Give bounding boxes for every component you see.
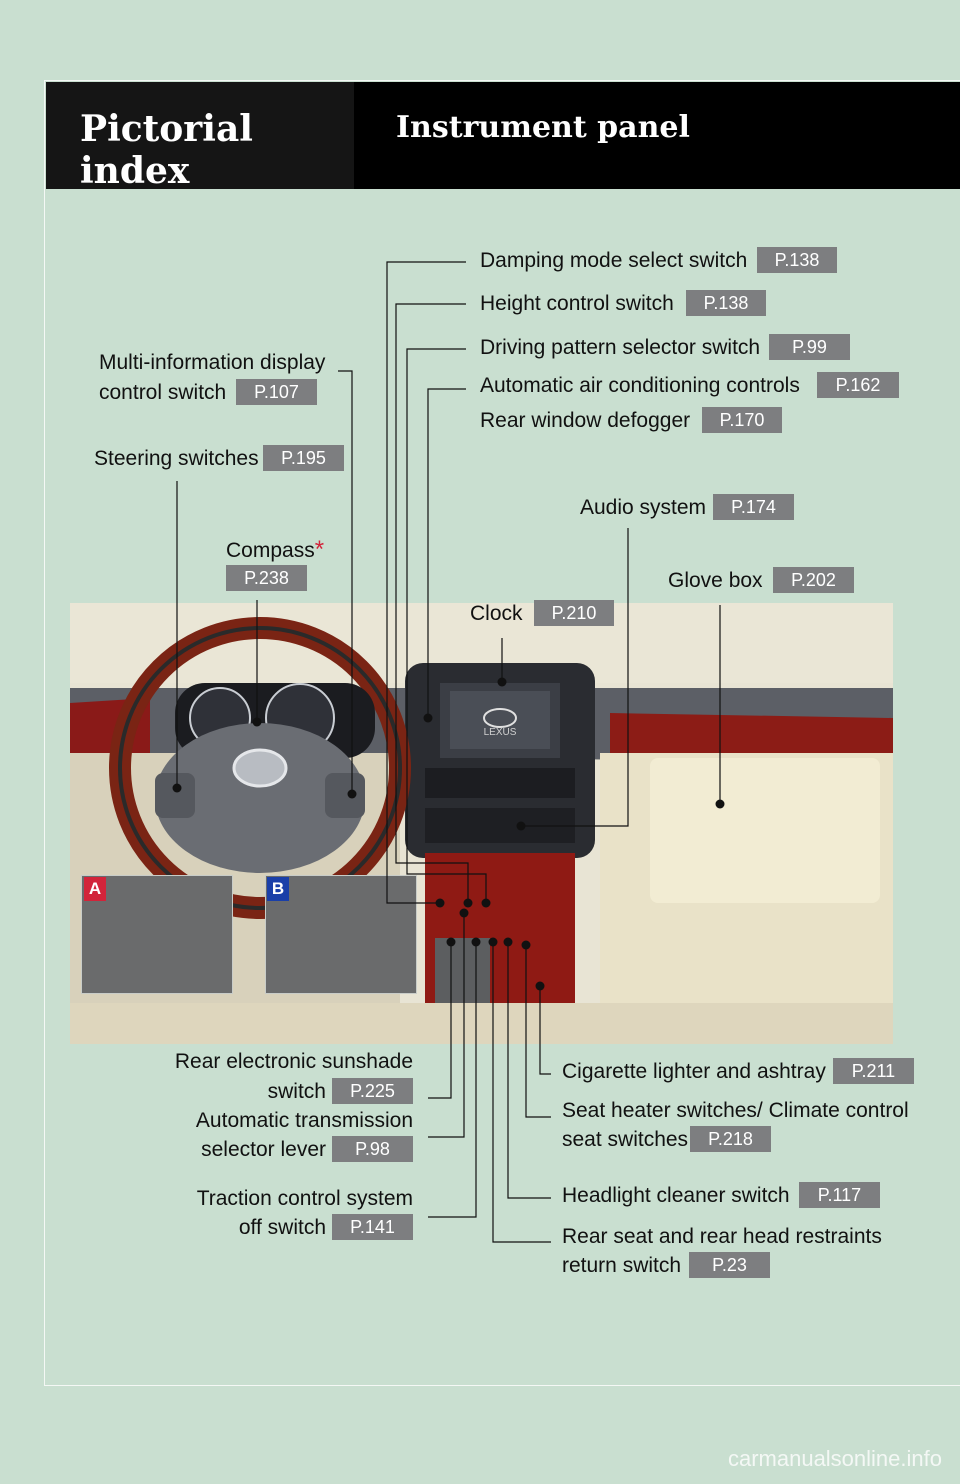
compass-page-badge[interactable]: P.238: [226, 565, 307, 591]
instrument-panel-photo: LEXUS A B: [70, 603, 893, 1044]
page-frame: [44, 80, 960, 1386]
height-page-badge[interactable]: P.138: [686, 290, 766, 316]
rearseat-page-badge[interactable]: P.23: [689, 1252, 770, 1278]
traction-page-badge[interactable]: P.141: [332, 1214, 413, 1240]
sunshade-label-line1: Rear electronic sunshade: [174, 1050, 413, 1073]
aircon-page-badge[interactable]: P.162: [817, 372, 899, 398]
page-title: Instrument panel: [396, 110, 690, 145]
seatheater-page-badge[interactable]: P.218: [690, 1126, 771, 1152]
driving-page-badge[interactable]: P.99: [769, 334, 850, 360]
audio-label: Audio system: [580, 496, 707, 519]
section-header: Pictorial index: [46, 82, 354, 192]
driving-label: Driving pattern selector switch: [480, 336, 761, 359]
inset-box-a: [81, 875, 233, 994]
height-label: Height control switch: [480, 292, 674, 315]
inset-tag-b: B: [267, 877, 289, 901]
seatheater-label-line1: Seat heater switches/ Climate control: [562, 1099, 909, 1122]
inset-box-b: [265, 875, 417, 994]
glovebox-label: Glove box: [668, 569, 763, 592]
glovebox-page-badge[interactable]: P.202: [773, 567, 854, 593]
cigarette-page-badge[interactable]: P.211: [833, 1058, 914, 1084]
audio-page-badge[interactable]: P.174: [713, 494, 794, 520]
cigarette-label: Cigarette lighter and ashtray: [562, 1060, 826, 1083]
rearseat-label-line1: Rear seat and rear head restraints: [562, 1225, 882, 1248]
multi-label-line2: control switch: [99, 381, 227, 404]
rearseat-label-line2: return switch: [562, 1254, 682, 1277]
multi-label-line1: Multi-information display: [99, 351, 326, 374]
damping-label: Damping mode select switch: [480, 249, 748, 272]
section-title: Pictorial index: [80, 108, 253, 192]
damping-page-badge[interactable]: P.138: [757, 247, 837, 273]
clock-label: Clock: [470, 602, 523, 625]
defogger-page-badge[interactable]: P.170: [702, 407, 782, 433]
watermark: carmanualsonline.info: [727, 1446, 942, 1471]
transmission-label-line1: Automatic transmission: [195, 1109, 413, 1132]
traction-label-line2: off switch: [238, 1216, 326, 1239]
transmission-label-line2: selector lever: [201, 1138, 326, 1161]
compass-asterisk: *: [314, 536, 325, 563]
defogger-label: Rear window defogger: [480, 409, 691, 432]
page-header: Instrument panel: [354, 82, 960, 189]
sunshade-label-line2: switch: [267, 1080, 326, 1103]
headlight-label: Headlight cleaner switch: [562, 1184, 790, 1207]
inset-tag-a: A: [84, 877, 106, 901]
sunshade-page-badge[interactable]: P.225: [332, 1078, 413, 1104]
transmission-page-badge[interactable]: P.98: [332, 1136, 413, 1162]
traction-label-line1: Traction control system: [196, 1187, 413, 1210]
aircon-label: Automatic air conditioning controls: [480, 374, 800, 397]
steering-label: Steering switches: [94, 447, 259, 470]
emblem-text: LEXUS: [484, 727, 517, 738]
compass-label: Compass*: [226, 538, 324, 563]
multi-page-badge[interactable]: P.107: [236, 379, 317, 405]
seatheater-label-line2: seat switches: [562, 1128, 689, 1151]
steering-page-badge[interactable]: P.195: [263, 445, 344, 471]
compass-label-text: Compass: [226, 539, 315, 562]
clock-page-badge[interactable]: P.210: [534, 600, 614, 626]
headlight-page-badge[interactable]: P.117: [799, 1182, 880, 1208]
